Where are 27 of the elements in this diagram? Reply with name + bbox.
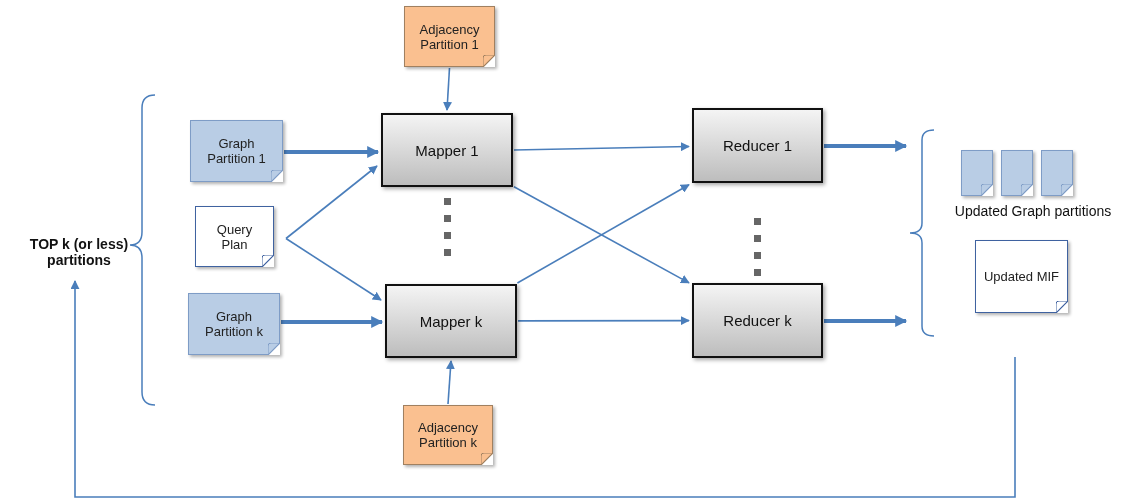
arrow xyxy=(285,237,382,301)
document-icon xyxy=(961,150,993,196)
arrow xyxy=(517,316,690,326)
document-icon xyxy=(1001,150,1033,196)
arrow xyxy=(824,315,908,327)
arrow xyxy=(445,360,455,405)
document-note: Query Plan xyxy=(195,206,274,267)
process-box: Reducer 1 xyxy=(692,108,823,183)
document-icon xyxy=(1041,150,1073,196)
arrow xyxy=(513,142,690,152)
document-note: Adjacency Partition k xyxy=(403,405,493,465)
document-note: Updated MIF xyxy=(975,240,1068,313)
brace-icon xyxy=(909,129,935,337)
document-note: Adjacency Partition 1 xyxy=(404,6,495,67)
arrow xyxy=(824,140,908,152)
process-box: Mapper k xyxy=(385,284,517,358)
label-text: TOP k (or less) partitions xyxy=(28,236,130,268)
arrow xyxy=(70,280,1016,498)
arrow xyxy=(281,316,384,328)
caption-text: Updated Graph partitions xyxy=(954,203,1112,219)
arrow xyxy=(285,165,378,240)
process-box: Mapper 1 xyxy=(381,113,513,187)
arrow xyxy=(284,146,380,158)
arrow xyxy=(443,67,452,111)
process-box: Reducer k xyxy=(692,283,823,358)
document-note: Graph Partition 1 xyxy=(190,120,283,182)
document-note: Graph Partition k xyxy=(188,293,280,355)
